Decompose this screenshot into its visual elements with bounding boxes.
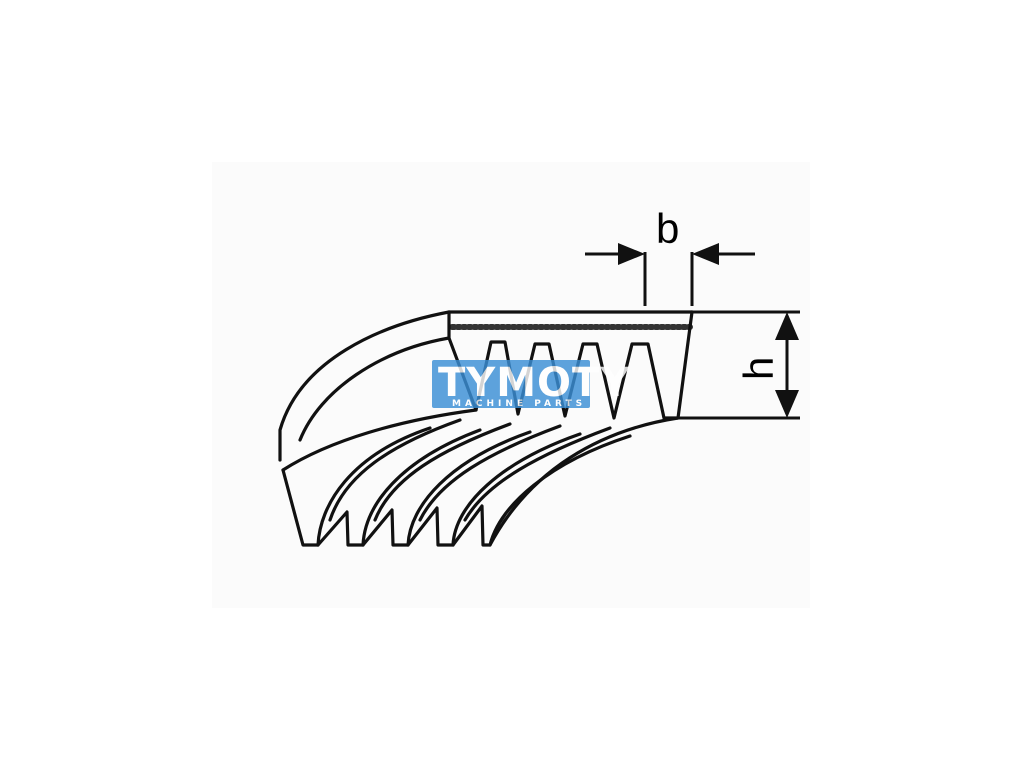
arrow-down-icon — [775, 390, 799, 418]
height-label: h — [735, 357, 782, 380]
dimension-b — [585, 243, 755, 306]
arrow-left-icon — [692, 243, 719, 265]
arrow-right-icon — [618, 243, 645, 265]
watermark-tagline: MACHINE PARTS — [452, 399, 586, 409]
arrow-up-icon — [775, 312, 799, 340]
watermark-brand: TYMOTY — [438, 360, 630, 406]
width-label: b — [656, 205, 679, 252]
dimension-h — [678, 310, 800, 420]
watermark-logo: TYMOTY MACHINE PARTS — [432, 360, 630, 409]
